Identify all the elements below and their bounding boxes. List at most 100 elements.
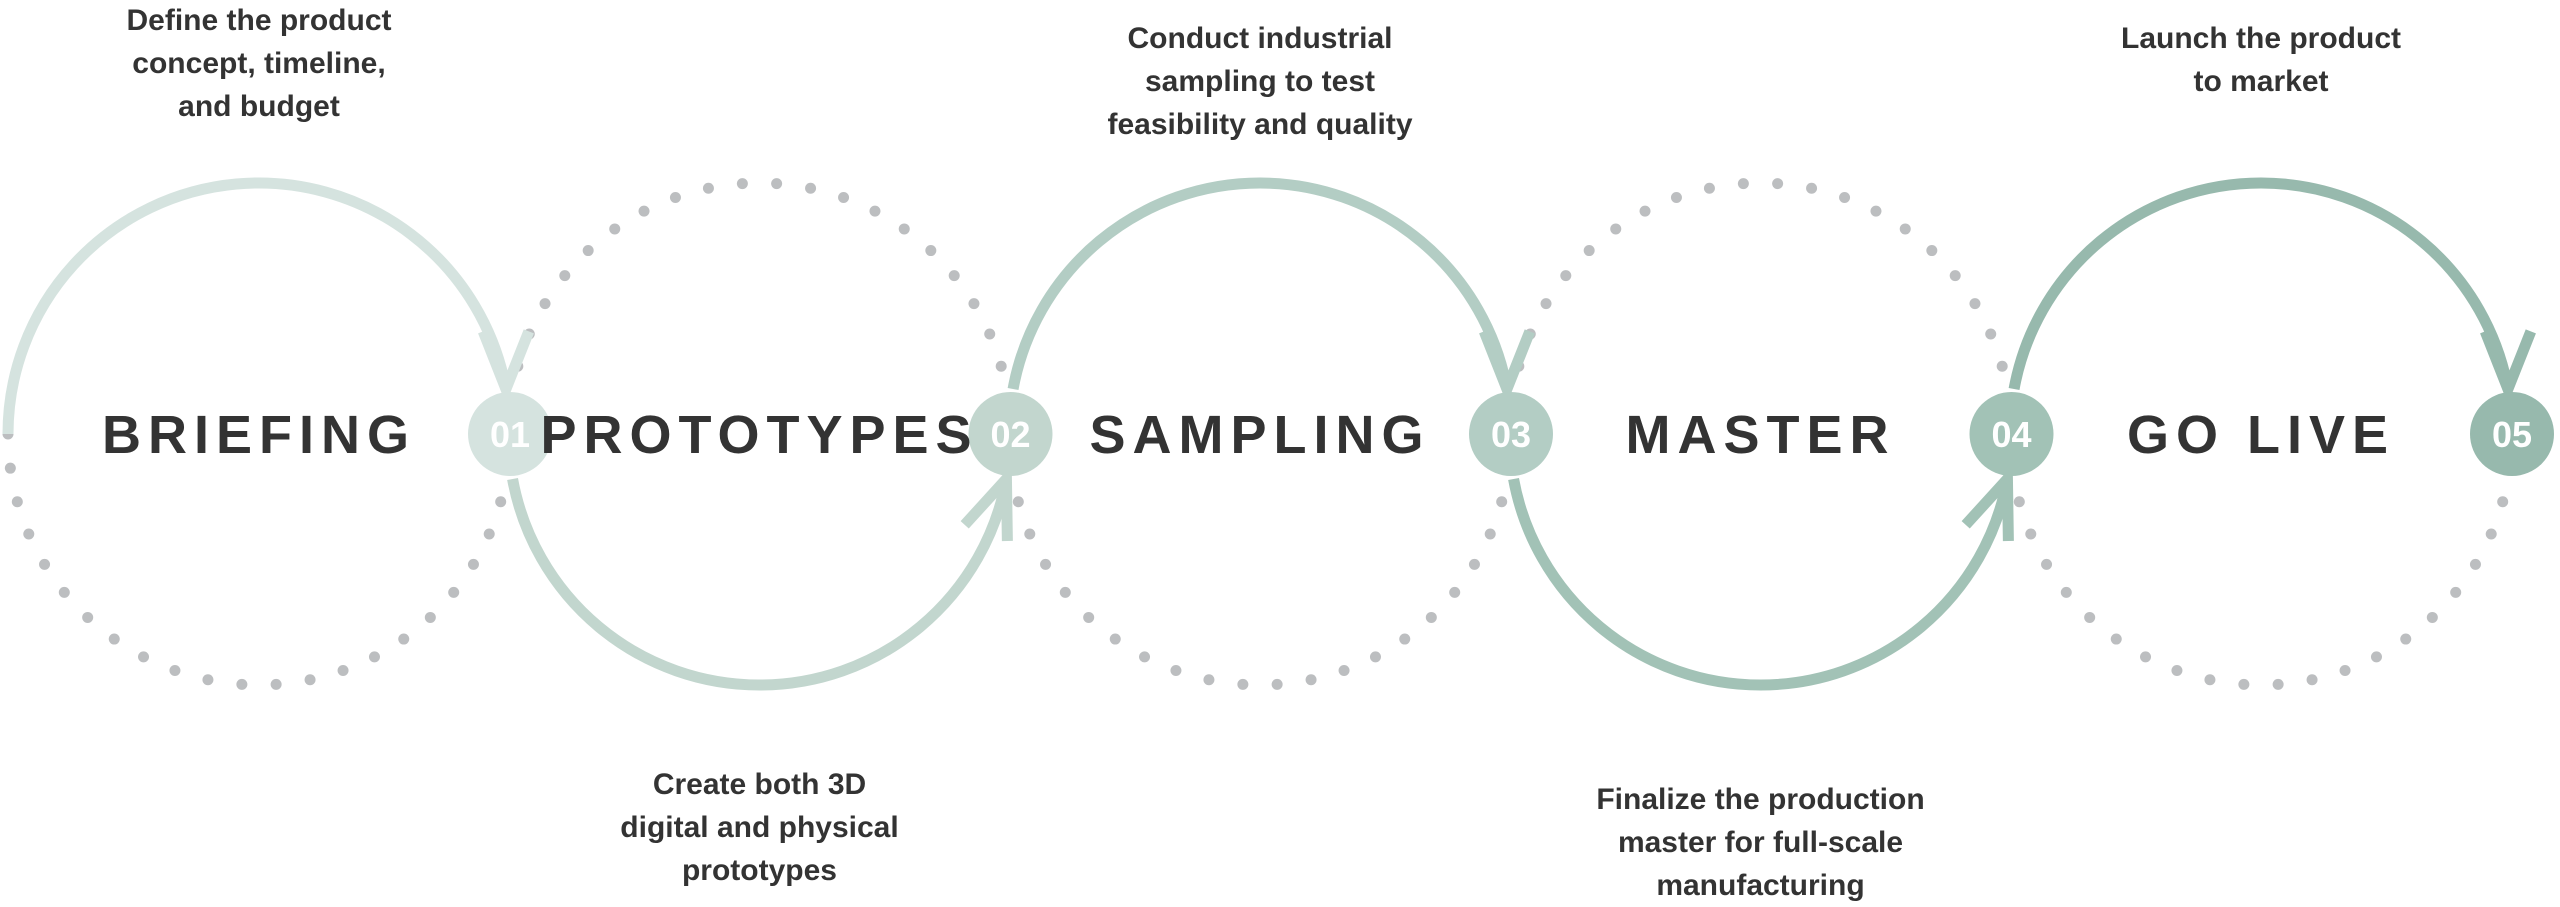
dot (1449, 586, 1461, 598)
arrowhead-icon (960, 465, 1013, 542)
stage-caption-02: Create both 3D digital and physical protot… (530, 763, 990, 892)
dot (1425, 611, 1437, 623)
dot (2140, 651, 2152, 663)
dot (1083, 611, 1095, 623)
step-number: 04 (1991, 414, 2031, 455)
dot (968, 298, 980, 310)
caption-line: manufacturing (1656, 869, 1865, 902)
dot (304, 674, 316, 686)
dot (337, 665, 349, 677)
dot (702, 182, 714, 194)
caption-line: master for full-scale (1617, 826, 1904, 859)
dot (1772, 178, 1784, 190)
stage-arc (507, 478, 1012, 691)
dot (1040, 558, 1052, 570)
dot (1496, 496, 1508, 508)
step-number: 01 (490, 414, 530, 455)
dot (1610, 223, 1622, 235)
dot (1237, 678, 1249, 690)
dot (736, 178, 748, 190)
dot (2469, 558, 2481, 570)
dot (1305, 674, 1317, 686)
dot (995, 360, 1007, 372)
caption-line: digital and physical (620, 811, 899, 844)
dot (448, 586, 460, 598)
dot (1839, 191, 1851, 203)
stage-caption-03: Conduct industrial sampling to test feasib… (1030, 17, 1490, 146)
dot (202, 674, 214, 686)
arrowhead-icon (478, 329, 534, 404)
dot (1468, 558, 1480, 570)
dot (1926, 245, 1938, 257)
stage-name-briefing: BRIEFING (102, 405, 416, 465)
stage-arc (2, 177, 512, 435)
dot (1899, 223, 1911, 235)
dot (1560, 270, 1572, 282)
dot (2041, 558, 2053, 570)
caption-line: feasibility and quality (1107, 108, 1413, 141)
dot (1369, 651, 1381, 663)
dot (2497, 496, 2509, 508)
dot (805, 182, 817, 194)
dot (1170, 665, 1182, 677)
dot (424, 611, 436, 623)
stage-name-master: MASTER (1626, 405, 1896, 465)
caption-line: concept, timeline, (132, 47, 386, 80)
dot (483, 528, 495, 540)
dot (582, 245, 594, 257)
dot (838, 191, 850, 203)
dot (398, 633, 410, 645)
dot (2238, 678, 2250, 690)
dot (2306, 674, 2318, 686)
dot (771, 178, 783, 190)
dot (2171, 665, 2183, 677)
caption-line: prototypes (681, 854, 837, 887)
dot (2084, 611, 2096, 623)
dot (236, 678, 248, 690)
dot (39, 558, 51, 570)
dot (2025, 528, 2037, 540)
step-number: 05 (2492, 414, 2532, 455)
step-badge-05: 05 (2470, 392, 2554, 476)
dot (2204, 674, 2216, 686)
stage-caption-01: Define the product concept, timeline, and … (29, 0, 489, 128)
dot (609, 223, 621, 235)
dot (1024, 528, 1036, 540)
step-number: 02 (990, 414, 1030, 455)
dot (1870, 205, 1882, 217)
dot (1399, 633, 1411, 645)
step-badge-02: 02 (968, 392, 1053, 476)
dot (108, 633, 120, 645)
caption-line: and budget (178, 90, 340, 123)
dot (1670, 191, 1682, 203)
dot (1109, 633, 1121, 645)
dot (925, 245, 937, 257)
dot (2426, 611, 2438, 623)
step-badge-04: 04 (1969, 392, 2054, 476)
dot (368, 651, 380, 663)
dot (2110, 633, 2122, 645)
dot (4, 462, 16, 474)
stage-arc (1007, 177, 1513, 390)
dot (2013, 496, 2025, 508)
dot (495, 496, 507, 508)
badge-circle (1969, 392, 2054, 476)
caption-line: Create both 3D (652, 768, 867, 801)
dot (23, 528, 35, 540)
dot (948, 270, 960, 282)
dot (984, 328, 996, 340)
caption-line: Define the product (126, 4, 392, 37)
dot (1985, 328, 1997, 340)
dot (169, 665, 181, 677)
dot (58, 586, 70, 598)
dot (669, 191, 681, 203)
dot (869, 205, 881, 217)
dot (638, 205, 650, 217)
dot (1949, 270, 1961, 282)
dot (1139, 651, 1151, 663)
dot (1059, 586, 1071, 598)
caption-line: sampling to test (1144, 65, 1376, 98)
caption-line: Conduct industrial (1127, 22, 1393, 55)
